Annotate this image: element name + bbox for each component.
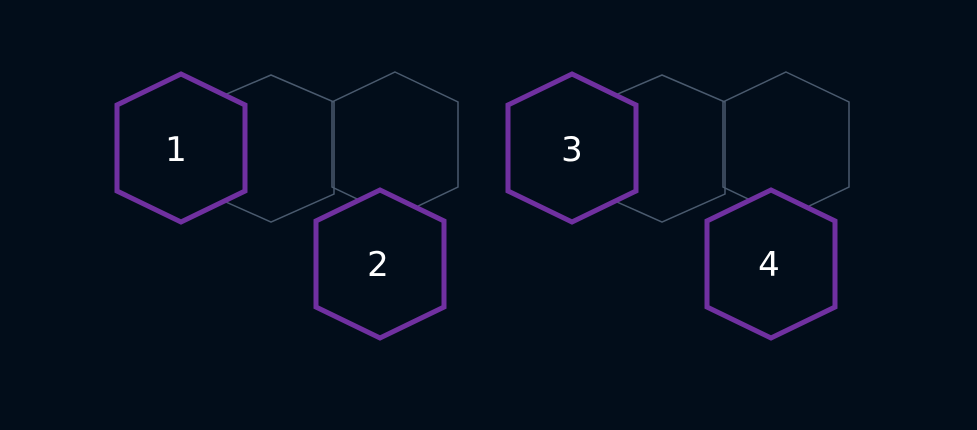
hex-group-1: 1 2 [114, 71, 459, 341]
hexagon-label: 2 [367, 245, 389, 285]
highlight-hexagon-1 [114, 71, 248, 225]
hexagon-label: 3 [561, 130, 583, 170]
hexagon-label: 4 [758, 245, 780, 285]
hex-group-2: 3 4 [505, 71, 850, 341]
highlight-hexagon-2 [313, 187, 447, 341]
hexagon-label: 1 [165, 130, 187, 170]
highlight-hexagon-3 [505, 71, 639, 225]
highlight-hexagon-4 [704, 187, 838, 341]
